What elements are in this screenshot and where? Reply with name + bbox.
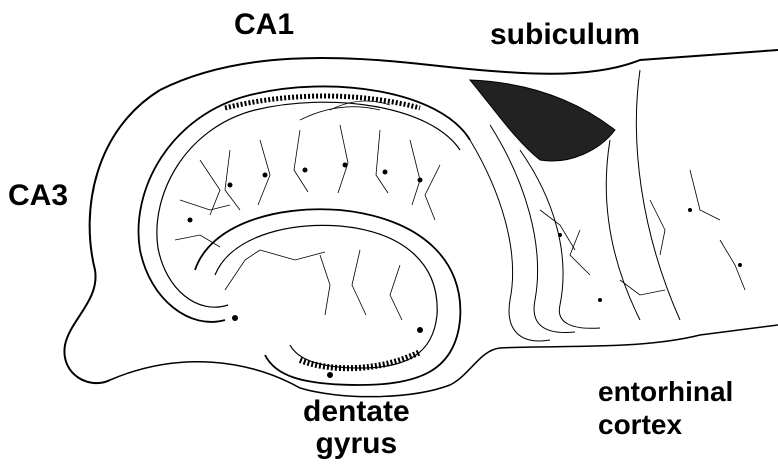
entorhinal-cortex-label-line2: cortex [598, 408, 733, 441]
dentate-gyrus-label-line2: gyrus [303, 428, 410, 460]
outer-outline [160, 50, 778, 90]
ca-arc-outer [138, 86, 470, 321]
entorhinal-cortex-label-line1: entorhinal [598, 375, 733, 408]
subiculum-label: subiculum [490, 20, 640, 50]
cell-bodies [188, 163, 743, 379]
dentate-inner [215, 225, 437, 368]
ca3-label: CA3 [8, 181, 68, 211]
ca1-label: CA1 [234, 10, 294, 40]
ca-arc-inner [157, 102, 460, 307]
neuron-texture [175, 101, 745, 320]
outer-outline-lower [64, 90, 160, 383]
subiculum-tract [470, 80, 615, 161]
dentate-gyrus-label: dentate gyrus [303, 396, 410, 460]
dentate-granule-band [300, 352, 420, 368]
entorhinal-cortex-label: entorhinal cortex [598, 375, 733, 441]
dentate-gyrus-label-line1: dentate [303, 396, 410, 428]
